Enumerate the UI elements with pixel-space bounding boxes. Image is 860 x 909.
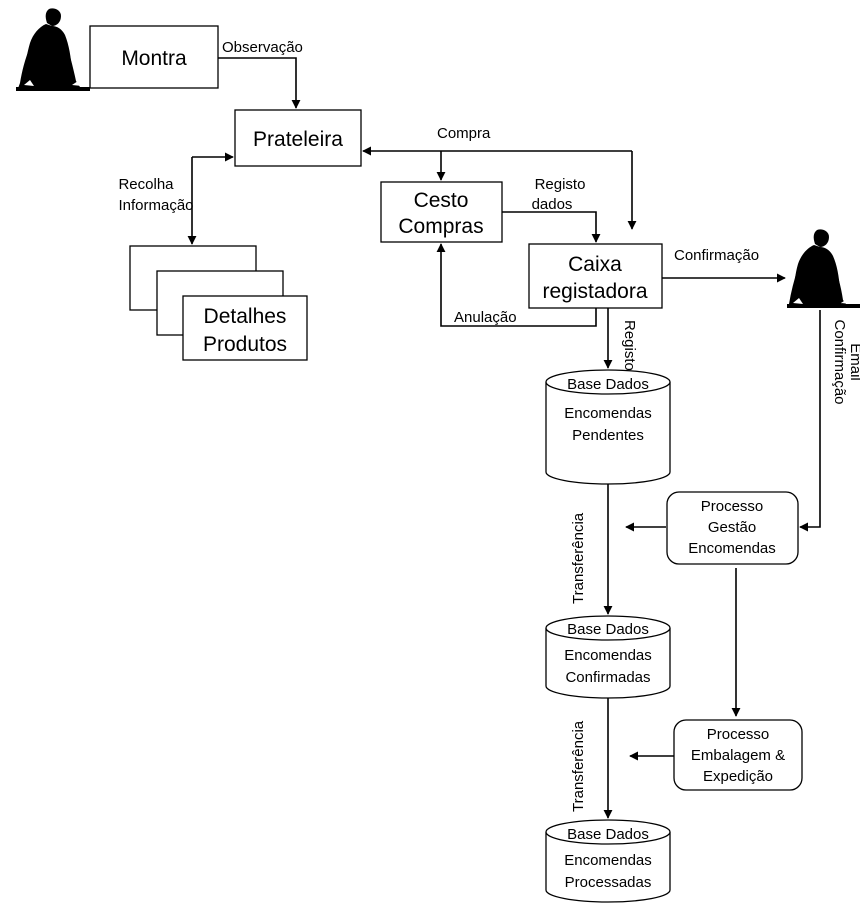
db-encomendas-pendentes: Base Dados Encomendas Pendentes	[545, 369, 671, 485]
prateleira-box: Prateleira	[234, 109, 362, 167]
caixa-label-line1: Caixa	[568, 253, 622, 276]
arrow-transferencia-1: Transferência	[570, 484, 613, 615]
caixa-registadora-box: Caixa registadora	[528, 243, 663, 309]
arrow-anulacao: Anulação	[436, 243, 597, 327]
label-transferencia-2: Transferência	[570, 720, 587, 812]
label-transferencia-1: Transferência	[570, 512, 587, 604]
arrow-registo: Registo	[603, 308, 638, 371]
detalhes-label-line1: Detalhes	[204, 305, 287, 328]
label-email-line1: Email	[847, 343, 860, 381]
processo-embalagem-expedicao: Processo Embalagem & Expedição	[673, 719, 803, 791]
label-registo-dados-line2: dados	[532, 196, 573, 213]
gestao-line3: Encomendas	[688, 540, 776, 557]
embalagem-line1: Processo	[707, 726, 770, 743]
label-compra: Compra	[437, 125, 491, 142]
label-confirmacao: Confirmação	[674, 247, 759, 264]
embalagem-line3: Expedição	[703, 768, 773, 785]
arrow-confirmacao: Confirmação	[662, 247, 786, 283]
db-encomendas-processadas: Base Dados Encomendas Processadas	[545, 819, 671, 903]
prateleira-label: Prateleira	[253, 128, 343, 151]
cesto-label-line1: Cesto	[414, 189, 469, 212]
arrow-transferencia-2: Transferência	[570, 698, 613, 819]
montra-label: Montra	[121, 47, 187, 70]
db-processadas-line3: Processadas	[565, 874, 652, 891]
cesto-compras-box: Cesto Compras	[380, 181, 503, 243]
caixa-label-line2: registadora	[542, 280, 647, 303]
label-anulacao: Anulação	[454, 309, 517, 326]
arrow-recolha-informacao: Recolha Informação	[118, 152, 234, 245]
person-icon-customer	[787, 229, 860, 308]
db-pendentes-line3: Pendentes	[572, 427, 644, 444]
detalhes-label-line2: Produtos	[203, 333, 287, 356]
db-confirmadas-line3: Confirmadas	[565, 669, 650, 686]
gestao-line2: Gestão	[708, 519, 756, 536]
processo-gestao-encomendas: Processo Gestão Encomendas	[666, 491, 799, 565]
db-confirmadas-line2: Encomendas	[564, 647, 652, 664]
db-processadas-line1: Base Dados	[567, 826, 649, 843]
label-recolha-line1: Recolha	[118, 176, 174, 193]
cesto-label-line2: Compras	[398, 215, 483, 238]
arrow-registo-dados: Registo dados	[502, 176, 601, 243]
arrow-email-confirmacao: Email Confirmação	[799, 310, 860, 532]
arrow-observacao: Observação	[218, 39, 303, 109]
db-confirmadas-line1: Base Dados	[567, 621, 649, 638]
embalagem-line2: Embalagem &	[691, 747, 785, 764]
label-registo-dados-line1: Registo	[535, 176, 586, 193]
db-pendentes-line2: Encomendas	[564, 405, 652, 422]
db-pendentes-line1: Base Dados	[567, 376, 649, 393]
montra-box: Montra	[89, 25, 219, 89]
label-observacao: Observação	[222, 39, 303, 56]
label-recolha-line2: Informação	[118, 197, 193, 214]
db-processadas-line2: Encomendas	[564, 852, 652, 869]
db-encomendas-confirmadas: Base Dados Encomendas Confirmadas	[545, 615, 671, 699]
label-registo: Registo	[621, 320, 638, 371]
label-email-line2: Confirmação	[831, 319, 848, 404]
arrow-compra: Compra	[362, 125, 637, 230]
gestao-line1: Processo	[701, 498, 764, 515]
person-icon-shopper	[16, 8, 90, 91]
detalhes-produtos-stack: Detalhes Produtos	[129, 245, 308, 361]
